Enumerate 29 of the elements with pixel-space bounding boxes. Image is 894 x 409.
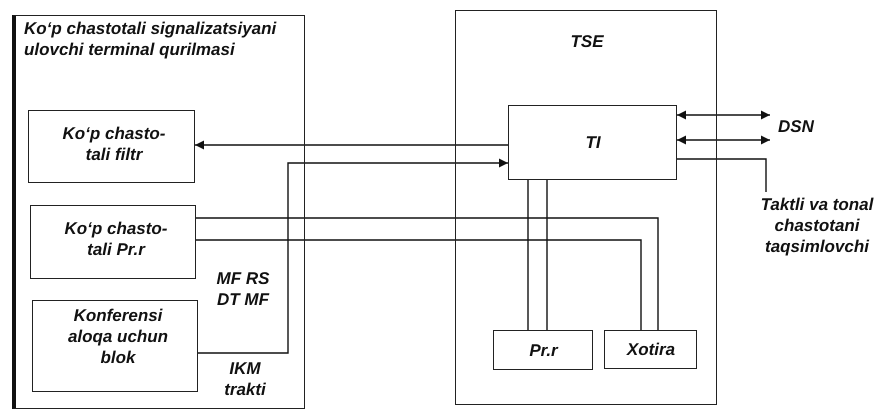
connector-line [196,217,659,330]
box-label: Ko‘p chasto- tali Pr.r [64,218,168,258]
arrow [677,136,770,144]
process-box [32,300,198,392]
box-label: Konferensi aloqa uchun blok [68,306,168,366]
arrow [195,140,508,150]
switch-panel [455,10,717,405]
connector-line [196,239,642,330]
box-label: Pr.r [529,340,558,360]
box-label: TI [585,132,601,152]
connector-line [527,180,529,330]
connector-line [546,180,548,330]
process-box [28,110,195,182]
box-label: TSE [570,32,604,51]
process-box [604,330,696,368]
box-label: Ko‘p chastotali signalizatsiyani ulovchi terminal qurilmasi [24,19,276,59]
box-label: Xotira [626,340,676,358]
signal-label: IKM trakti [223,358,267,400]
node-label: DSN [778,117,814,136]
signal-label: MF RS DT MF [216,268,270,310]
process-box [30,204,196,278]
arrow [198,158,508,354]
process-box [492,330,592,370]
box-label: Ko‘p chasto- tali filtr [62,124,166,164]
node-label: Taktli va tonal chastotani taqsimlovchi [760,195,874,256]
connector-line [677,158,767,192]
process-box [508,104,676,180]
device-panel [12,15,305,409]
arrow [677,110,770,120]
